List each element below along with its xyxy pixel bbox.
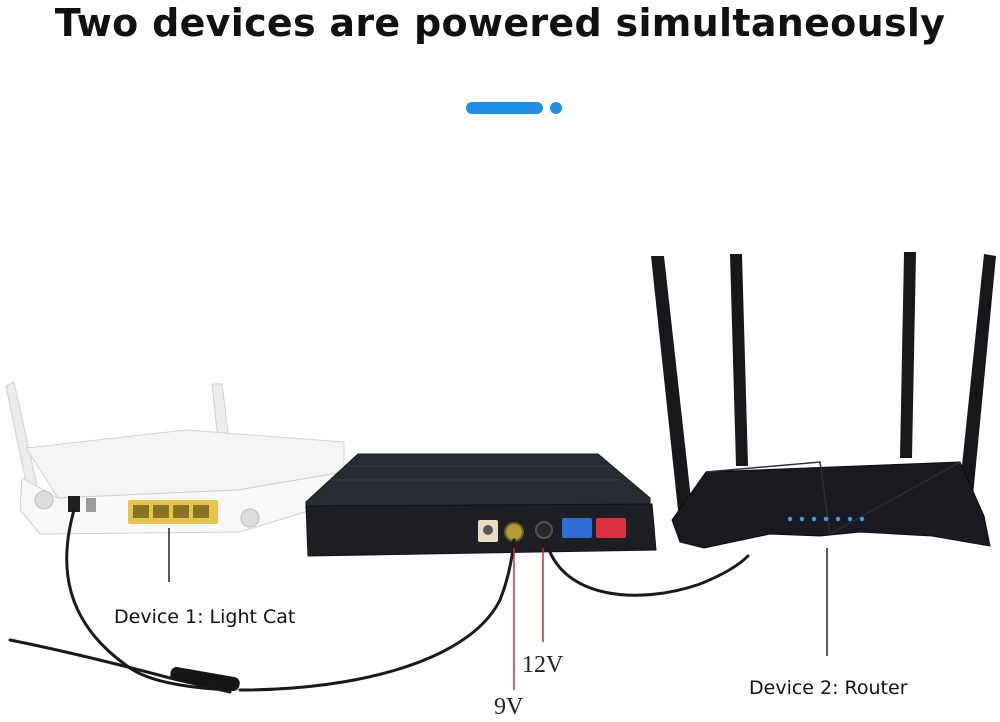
light-cat-antenna-base-right [240,508,260,528]
pointer-lines [168,528,828,690]
power-supply-top [305,453,651,509]
headline: Two devices are powered simultaneously [54,1,946,45]
power-supply-port-blue [562,518,592,538]
device-2-label: Device 2: Router [749,677,908,699]
power-cables [8,508,750,694]
voltage-9v-label: 9V [494,694,524,720]
dash-indicator-dot [550,102,562,114]
router-antenna-2 [730,254,748,466]
light-cat-port-dark [68,496,80,512]
dash-indicator-bar [466,102,543,114]
router-status-leds [787,516,865,522]
cable-splitter [170,666,240,692]
router-antenna-1 [651,256,692,510]
dash-indicator [466,100,566,116]
light-cat-device [5,381,345,535]
power-supply-device [305,453,657,557]
light-cat-antenna-base-left [34,490,54,510]
power-supply-port-red [596,518,626,538]
cable-9v [238,538,516,692]
router-body [671,461,991,549]
voltage-12v-label: 12V [522,652,564,678]
device-1-label: Device 1: Light Cat [114,606,296,628]
cable-12v [544,538,750,597]
power-supply-port-12v [535,521,553,539]
light-cat-port-usb [86,498,96,512]
cable-input-lead [8,638,232,694]
power-supply-port-9v [504,522,524,542]
router-antenna-3 [900,252,916,458]
router-device [651,252,996,549]
router-antenna-4 [958,254,996,506]
cable-light-cat [65,508,232,692]
